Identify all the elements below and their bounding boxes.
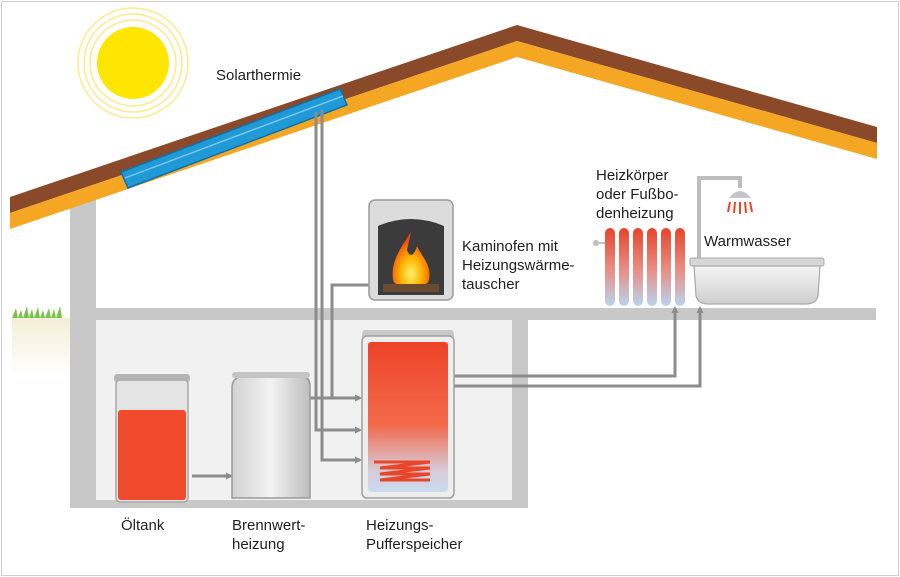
- roof-brown: [10, 25, 877, 213]
- label-boiler: Brennwert- heizung: [232, 517, 310, 553]
- label-oil-tank: Öltank: [121, 516, 165, 534]
- label-hot-water: Warmwasser: [704, 233, 791, 250]
- label-stove: Kaminofen mit Heizungswärme- tauscher: [462, 238, 579, 293]
- sun-icon: [77, 7, 189, 119]
- buffer-storage: [361, 330, 455, 499]
- roof-orange: [10, 41, 877, 229]
- oil-tank: [114, 374, 190, 503]
- bathtub: [689, 257, 825, 305]
- solar-collector: [119, 88, 349, 189]
- heat-exchanger-coil: [374, 460, 431, 482]
- radiator: [593, 228, 685, 306]
- shower-icon: [697, 176, 753, 262]
- ground: [12, 318, 70, 378]
- condensing-boiler: [231, 372, 311, 499]
- label-radiator: Heizkörper oder Fußbo- denheizung: [596, 167, 683, 222]
- pipes: [192, 110, 704, 480]
- grass: [12, 306, 62, 318]
- fire-icon: [392, 232, 430, 288]
- fireplace-stove: [368, 199, 454, 301]
- solar-collector-shine: [124, 95, 344, 179]
- label-buffer: Heizungs- Pufferspeicher: [366, 517, 462, 553]
- label-solar: Solarthermie: [216, 67, 301, 84]
